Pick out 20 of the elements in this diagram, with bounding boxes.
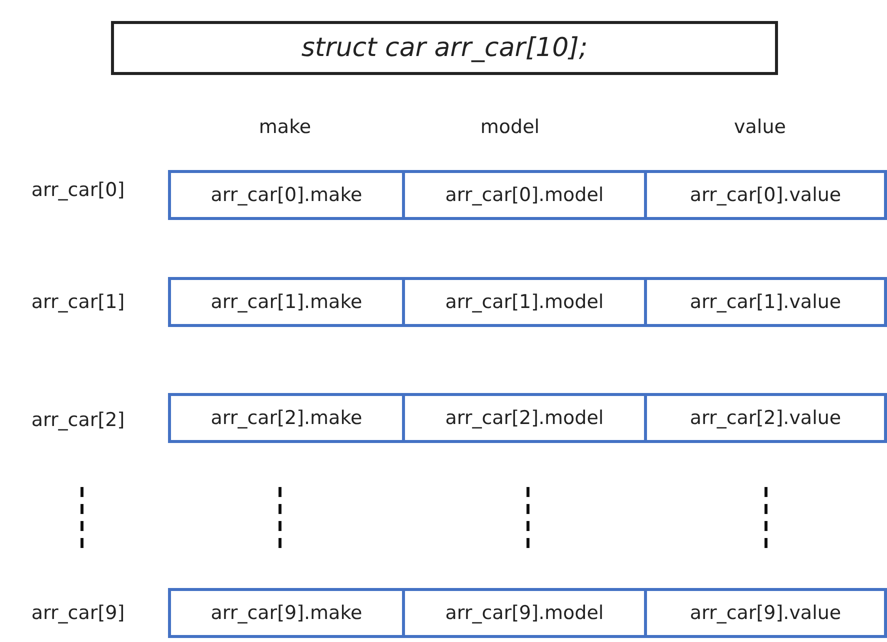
- member-cell: arr_car[0].make: [168, 170, 405, 220]
- member-cell: arr_car[2].model: [402, 393, 647, 443]
- row-label: arr_car[0]: [31, 179, 125, 201]
- row-label: arr_car[9]: [31, 602, 125, 624]
- row-label: arr_car[2]: [31, 409, 125, 431]
- member-cell: arr_car[0].model: [402, 170, 647, 220]
- member-cell: arr_car[2].make: [168, 393, 405, 443]
- member-cell: arr_car[9].model: [402, 588, 647, 638]
- member-cell: arr_car[1].model: [402, 277, 647, 327]
- member-cell: arr_car[9].make: [168, 588, 405, 638]
- column-header: model: [480, 116, 540, 138]
- column-header: make: [258, 116, 312, 138]
- column-header: value: [734, 116, 786, 138]
- row-label: arr_car[1]: [31, 291, 125, 313]
- declaration-box: struct car arr_car[10];: [111, 21, 778, 75]
- member-cell: arr_car[1].value: [644, 277, 887, 327]
- member-cell: arr_car[2].value: [644, 393, 887, 443]
- member-cell: arr_car[9].value: [644, 588, 887, 638]
- member-cell: arr_car[0].value: [644, 170, 887, 220]
- member-cell: arr_car[1].make: [168, 277, 405, 327]
